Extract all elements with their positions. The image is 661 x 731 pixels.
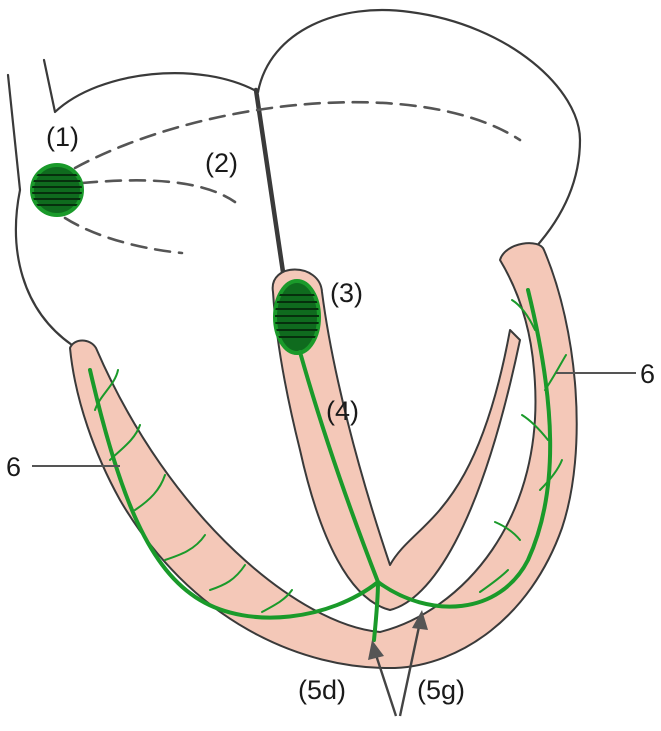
right-bundle-branch: [88, 368, 380, 642]
sa-node: [30, 163, 84, 217]
label-atrial-pathways: (2): [205, 148, 238, 178]
label-his-bundle: (4): [326, 396, 359, 426]
atrial-pathways: [63, 100, 522, 255]
right-atrium-outline: [6, 73, 74, 347]
left-bundle-branch: [376, 288, 553, 609]
purkinje-fibers-right: [479, 299, 567, 593]
branch-arrows: [368, 610, 428, 717]
interventricular-septum: [271, 268, 521, 611]
superior-vena-cava-wall: [42, 58, 260, 114]
label-sa-node: (1): [46, 122, 79, 152]
label-right-branch: (5d): [298, 675, 346, 705]
pathway-lower: [63, 216, 184, 255]
ventricular-myocardium: [69, 242, 578, 670]
purkinje-fibers-left: [94, 369, 293, 613]
his-bundle: [298, 350, 380, 584]
label-purkinje-left: 6: [6, 452, 21, 482]
label-purkinje-right: 6: [640, 359, 655, 389]
left-atrium-outline: [256, 8, 582, 250]
label-av-node: (3): [330, 278, 363, 308]
pathway-middle: [80, 179, 237, 204]
interatrial-septum: [253, 87, 286, 275]
label-left-branch: (5g): [417, 675, 465, 705]
av-node: [273, 279, 321, 355]
pathway-upper: [73, 100, 522, 170]
